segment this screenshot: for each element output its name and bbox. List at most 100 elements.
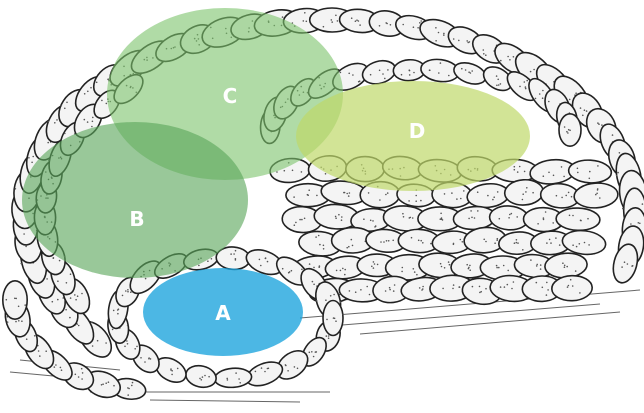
- stone-texture: [171, 370, 173, 372]
- stone-texture: [34, 335, 36, 337]
- stone-texture: [108, 381, 110, 383]
- stone-texture: [408, 200, 410, 202]
- stone-texture: [619, 152, 621, 154]
- stone-texture: [328, 335, 330, 337]
- stone-texture: [430, 243, 432, 245]
- stone-texture: [561, 197, 563, 199]
- stone-texture: [112, 329, 114, 331]
- stone-texture: [471, 70, 473, 72]
- stone-texture: [261, 367, 263, 369]
- stone-texture: [477, 191, 479, 193]
- stone-texture: [453, 244, 455, 246]
- stone-texture: [54, 122, 56, 124]
- stone-texture: [419, 22, 421, 24]
- stone-texture: [579, 243, 581, 245]
- stone-texture: [45, 350, 47, 352]
- stone-texture: [500, 83, 502, 85]
- stone-texture: [132, 382, 134, 384]
- stone-texture: [522, 199, 524, 201]
- stone-texture: [117, 309, 119, 311]
- stone-texture: [507, 284, 509, 286]
- stone-texture: [148, 357, 150, 359]
- stone-texture: [530, 71, 532, 73]
- stone: [544, 252, 588, 279]
- stone-texture: [524, 81, 526, 83]
- stone-texture: [127, 394, 129, 396]
- stone-texture: [126, 340, 128, 342]
- stone-texture: [207, 260, 209, 262]
- stone-texture: [479, 286, 481, 288]
- stone-texture: [38, 350, 40, 352]
- stone-texture: [319, 244, 321, 246]
- stone-texture: [335, 217, 337, 219]
- stone-texture: [584, 109, 586, 111]
- stone-texture: [235, 259, 237, 261]
- stone-texture: [48, 121, 50, 123]
- stone-texture: [101, 100, 103, 102]
- stone-texture: [335, 15, 337, 17]
- stone-texture: [127, 289, 129, 291]
- stone-texture: [540, 264, 542, 266]
- stone-texture: [102, 383, 104, 385]
- stone-texture: [474, 217, 476, 219]
- stone-texture: [307, 194, 309, 196]
- stone-texture: [267, 261, 269, 263]
- stone-texture: [134, 348, 136, 350]
- stone-texture: [509, 59, 511, 61]
- stone-texture: [384, 78, 386, 80]
- stone-texture: [525, 86, 527, 88]
- stone-texture: [39, 355, 41, 357]
- stone-texture: [463, 190, 465, 192]
- stone-texture: [485, 54, 487, 56]
- stone-texture: [359, 80, 361, 82]
- stone-texture: [18, 320, 20, 322]
- stone-texture: [292, 170, 294, 172]
- stone-texture: [352, 245, 354, 247]
- stone-texture: [24, 304, 26, 306]
- stone-texture: [227, 379, 229, 381]
- stone-texture: [369, 294, 371, 296]
- stone-texture: [371, 266, 373, 268]
- stone-texture: [496, 267, 498, 269]
- stone-texture: [117, 313, 119, 315]
- stone-texture: [74, 294, 76, 296]
- stone-texture: [543, 175, 545, 177]
- stone-texture: [264, 371, 266, 373]
- stone-texture: [497, 191, 499, 193]
- stone-texture: [323, 26, 325, 28]
- stone: [214, 367, 252, 389]
- stone-texture: [422, 286, 424, 288]
- stone-texture: [368, 192, 370, 194]
- stone-texture: [313, 284, 315, 286]
- stone-texture: [75, 299, 77, 301]
- stone-texture: [52, 301, 54, 303]
- stone-texture: [414, 271, 416, 273]
- label-d: D: [409, 119, 426, 143]
- stone-texture: [304, 12, 306, 14]
- stone-texture: [348, 195, 350, 197]
- stone-texture: [448, 75, 450, 77]
- stone-texture: [233, 253, 235, 255]
- stone-texture: [459, 286, 461, 288]
- stone-texture: [545, 211, 547, 213]
- stone-texture: [536, 264, 538, 266]
- stone-texture: [420, 20, 422, 22]
- stone-texture: [597, 122, 599, 124]
- stone-texture: [78, 325, 80, 327]
- stone-texture: [420, 240, 422, 242]
- stone-texture: [469, 269, 471, 271]
- stone-texture: [81, 368, 83, 370]
- stone-texture: [468, 218, 470, 220]
- stone-texture: [546, 242, 548, 244]
- stone-texture: [211, 258, 213, 260]
- stone-texture: [466, 264, 468, 266]
- stone-texture: [59, 260, 61, 262]
- stone-texture: [75, 374, 77, 376]
- stone-texture: [467, 42, 469, 44]
- stone-texture: [440, 263, 442, 265]
- stone-texture: [287, 370, 289, 372]
- stone-texture: [402, 213, 404, 215]
- stone-texture: [535, 98, 537, 100]
- stone-texture: [429, 70, 431, 72]
